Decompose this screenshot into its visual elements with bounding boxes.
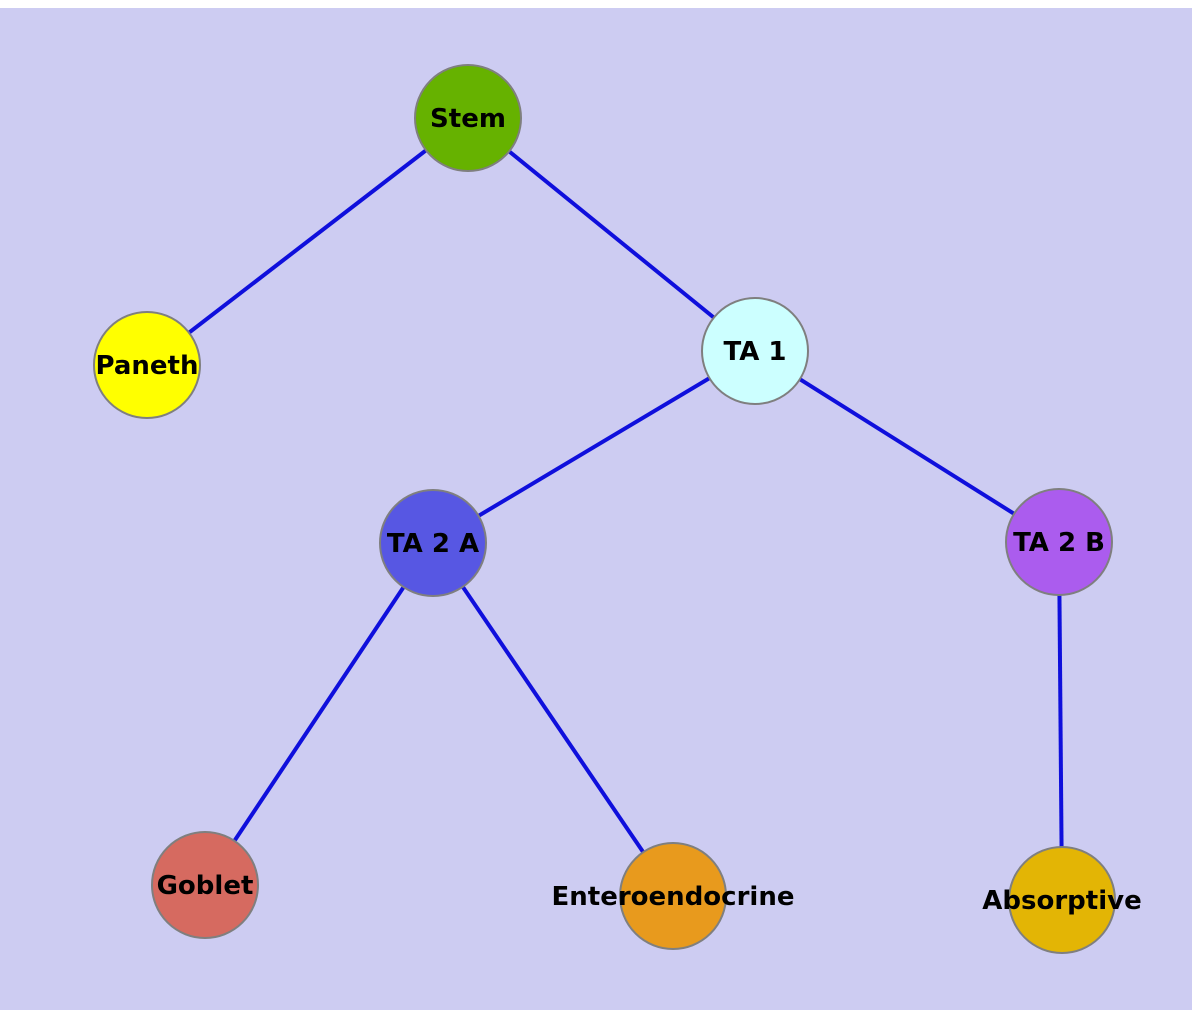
node-paneth[interactable]: Paneth <box>93 311 201 419</box>
absorptive-circle[interactable] <box>1008 846 1116 954</box>
edge-ta2b-absorptive <box>1057 541 1064 901</box>
stem-circle[interactable] <box>414 64 522 172</box>
paneth-circle[interactable] <box>93 311 201 419</box>
node-stem[interactable]: Stem <box>414 64 522 172</box>
edges-layer <box>145 116 1064 901</box>
node-ta2a[interactable]: TA 2 A <box>379 489 487 597</box>
node-ta2b[interactable]: TA 2 B <box>1005 488 1113 596</box>
goblet-circle[interactable] <box>151 831 259 939</box>
node-ta1[interactable]: TA 1 <box>701 297 809 405</box>
edge-ta1-ta2a <box>431 349 757 545</box>
ta2b-circle[interactable] <box>1005 488 1113 596</box>
edge-stem-paneth <box>145 116 470 367</box>
ta1-circle[interactable] <box>701 297 809 405</box>
edge-ta2a-goblet <box>203 541 435 887</box>
edge-ta2a-enteroendocrine <box>431 541 675 898</box>
ta2a-circle[interactable] <box>379 489 487 597</box>
node-goblet[interactable]: Goblet <box>151 831 259 939</box>
edge-ta1-ta2b <box>753 349 1061 544</box>
enteroendocrine-circle[interactable] <box>619 842 727 950</box>
edge-stem-ta1 <box>466 116 757 353</box>
